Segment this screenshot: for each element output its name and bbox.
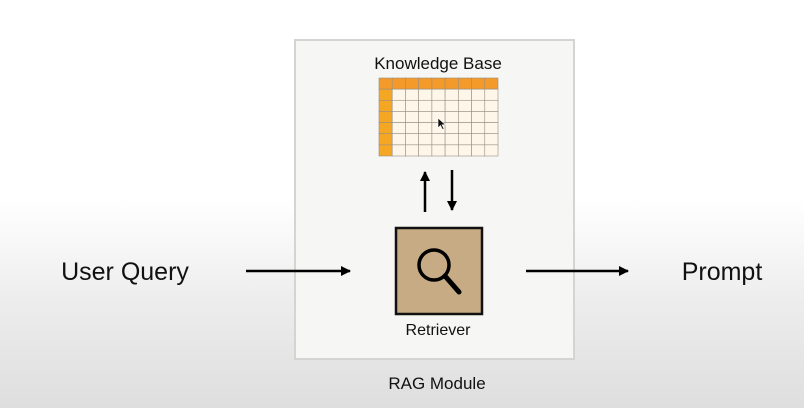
kb-cell xyxy=(418,133,433,146)
kb-index-cell xyxy=(378,99,393,112)
kb-cell xyxy=(458,99,472,112)
kb-header-cell xyxy=(444,77,459,90)
kb-cell xyxy=(391,133,406,146)
kb-cell xyxy=(444,88,459,101)
kb-index-cell xyxy=(378,144,393,157)
magnifier-icon xyxy=(417,248,462,295)
kb-cell xyxy=(391,88,406,101)
kb-cell xyxy=(484,122,499,135)
kb-cell xyxy=(444,111,459,123)
kb-cell xyxy=(458,122,472,135)
kb-cell xyxy=(431,144,446,157)
kb-header-cell xyxy=(378,77,393,90)
kb-header-cell xyxy=(391,77,406,90)
kb-cell xyxy=(471,122,486,135)
kb-cell xyxy=(444,122,459,135)
kb-cell xyxy=(391,111,406,123)
kb-cell xyxy=(471,99,486,112)
kb-cell xyxy=(418,111,433,123)
kb-cell xyxy=(444,99,459,112)
kb-index-cell xyxy=(378,122,393,135)
kb-cell xyxy=(405,133,419,146)
kb-cell xyxy=(484,99,499,112)
rag-module-label: RAG Module xyxy=(388,374,485,393)
kb-cell xyxy=(458,133,472,146)
kb-cell xyxy=(405,122,419,135)
kb-cell xyxy=(458,144,472,157)
kb-cell xyxy=(405,99,419,112)
kb-cell xyxy=(391,122,406,135)
kb-cell xyxy=(418,122,433,135)
retriever-box xyxy=(394,226,484,316)
kb-header-cell xyxy=(458,77,472,90)
kb-cell xyxy=(405,111,419,123)
kb-cell xyxy=(418,144,433,157)
prompt-label: Prompt xyxy=(682,258,763,286)
user-query-label: User Query xyxy=(61,258,189,286)
kb-cell xyxy=(484,144,499,157)
kb-cell xyxy=(431,88,446,101)
retriever-label: Retriever xyxy=(406,322,472,339)
kb-cell xyxy=(444,144,459,157)
kb-cell xyxy=(431,133,446,146)
knowledge-base-table xyxy=(378,77,499,157)
kb-cell xyxy=(471,133,486,146)
kb-cell xyxy=(471,88,486,101)
kb-cell xyxy=(418,88,433,101)
kb-cell xyxy=(484,88,499,101)
kb-header-cell xyxy=(431,77,446,90)
kb-cell xyxy=(458,111,472,123)
kb-header-cell xyxy=(484,77,499,90)
kb-cell xyxy=(471,111,486,123)
kb-cell xyxy=(471,144,486,157)
kb-cell xyxy=(444,133,459,146)
kb-cell xyxy=(405,144,419,157)
kb-cell xyxy=(391,144,406,157)
knowledge-base-title: Knowledge Base xyxy=(374,54,502,73)
kb-cell xyxy=(484,111,499,123)
kb-cell xyxy=(431,99,446,112)
kb-cell xyxy=(418,99,433,112)
kb-index-cell xyxy=(378,111,393,123)
kb-cell xyxy=(405,88,419,101)
cursor-icon xyxy=(437,117,447,130)
kb-header-cell xyxy=(405,77,419,90)
kb-cell xyxy=(391,99,406,112)
kb-cell xyxy=(458,88,472,101)
kb-header-cell xyxy=(418,77,433,90)
kb-index-cell xyxy=(378,133,393,146)
kb-index-cell xyxy=(378,88,393,101)
kb-cell xyxy=(484,133,499,146)
kb-header-cell xyxy=(471,77,486,90)
